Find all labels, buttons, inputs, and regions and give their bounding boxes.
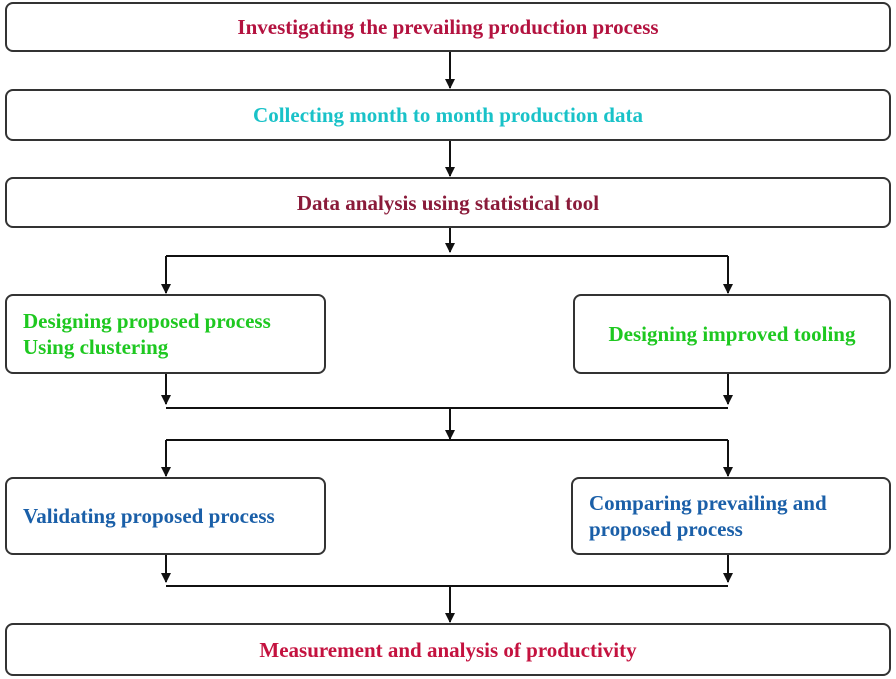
step-compare-line-2: proposed process (589, 517, 743, 541)
step-design-tooling: Designing improved tooling (573, 294, 891, 374)
step-compare: Comparing prevailing and proposed proces… (571, 477, 891, 555)
step-collect-label: Collecting month to month production dat… (253, 103, 643, 127)
step-design-process-line-1: Designing proposed process (23, 309, 271, 333)
step-investigate-label: Investigating the prevailing production … (237, 15, 659, 39)
step-design-process-line-2: Using clustering (23, 335, 169, 359)
step-measure-label: Measurement and analysis of productivity (259, 637, 637, 662)
step-design-tooling-label: Designing improved tooling (608, 322, 856, 346)
step-validate-label: Validating proposed process (23, 504, 275, 528)
step-investigate: Investigating the prevailing production … (5, 2, 891, 52)
step-design-process: Designing proposed process Using cluster… (5, 294, 326, 374)
step-analysis-label: Data analysis using statistical tool (296, 190, 600, 215)
step-measure: Measurement and analysis of productivity (5, 623, 891, 676)
step-compare-line-1: Comparing prevailing and (589, 491, 827, 515)
step-collect: Collecting month to month production dat… (5, 89, 891, 141)
step-validate: Validating proposed process (5, 477, 326, 555)
step-analysis: Data analysis using statistical tool (5, 177, 891, 228)
